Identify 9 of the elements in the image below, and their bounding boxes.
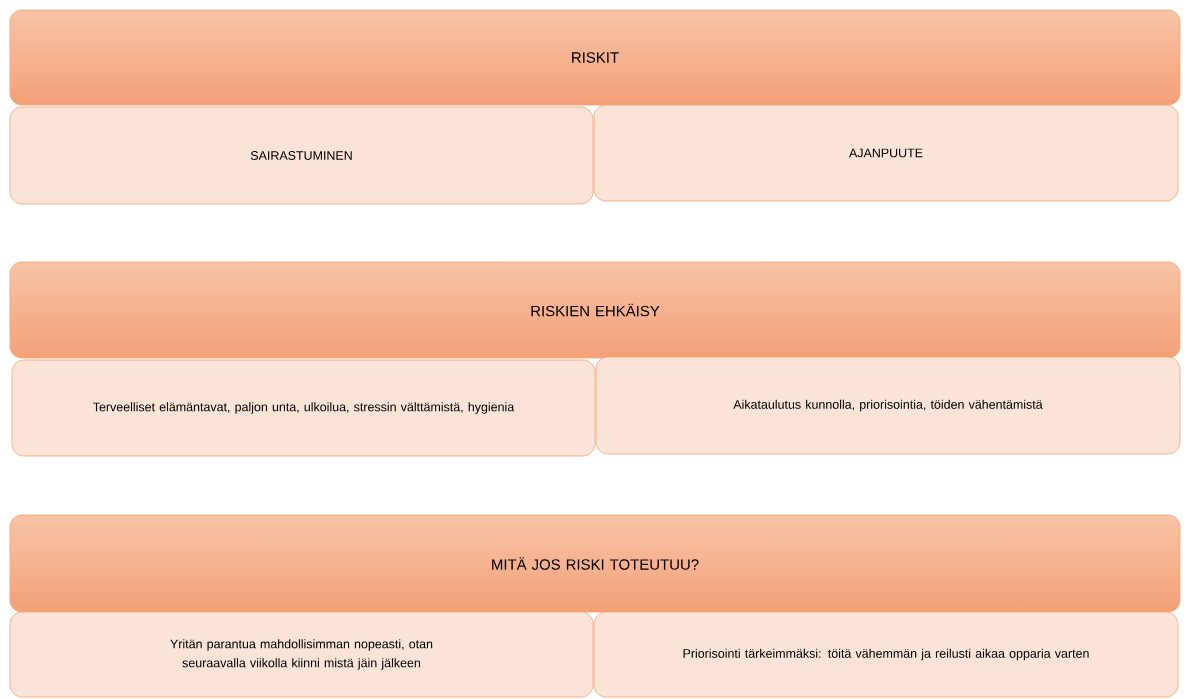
content-box: SAIRASTUMINEN <box>9 106 594 205</box>
content-box: Terveelliset elämäntavat, paljon unta, ulkoilua, stressin välttämistä, hygienia <box>11 359 596 457</box>
header-box: RISKIT <box>9 9 1181 106</box>
content-box: Priorisointi tärkeimmäksi: töitä vähemmän ja reilusti aikaa opparia varten <box>593 611 1179 698</box>
content-box: AJANPUUTE <box>593 104 1179 202</box>
header-box: RISKIEN EHKÄISY <box>9 261 1181 359</box>
header-box: MITÄ JOS RISKI TOTEUTUU? <box>9 514 1181 613</box>
content-box: Yritän parantua mahdollisimman nopeasti, otan seuraavalla viikolla kiinni mistä jäin jälkeen <box>9 611 594 698</box>
content-box: Aikataulutus kunnolla, priorisointia, töiden vähentämistä <box>595 356 1181 455</box>
